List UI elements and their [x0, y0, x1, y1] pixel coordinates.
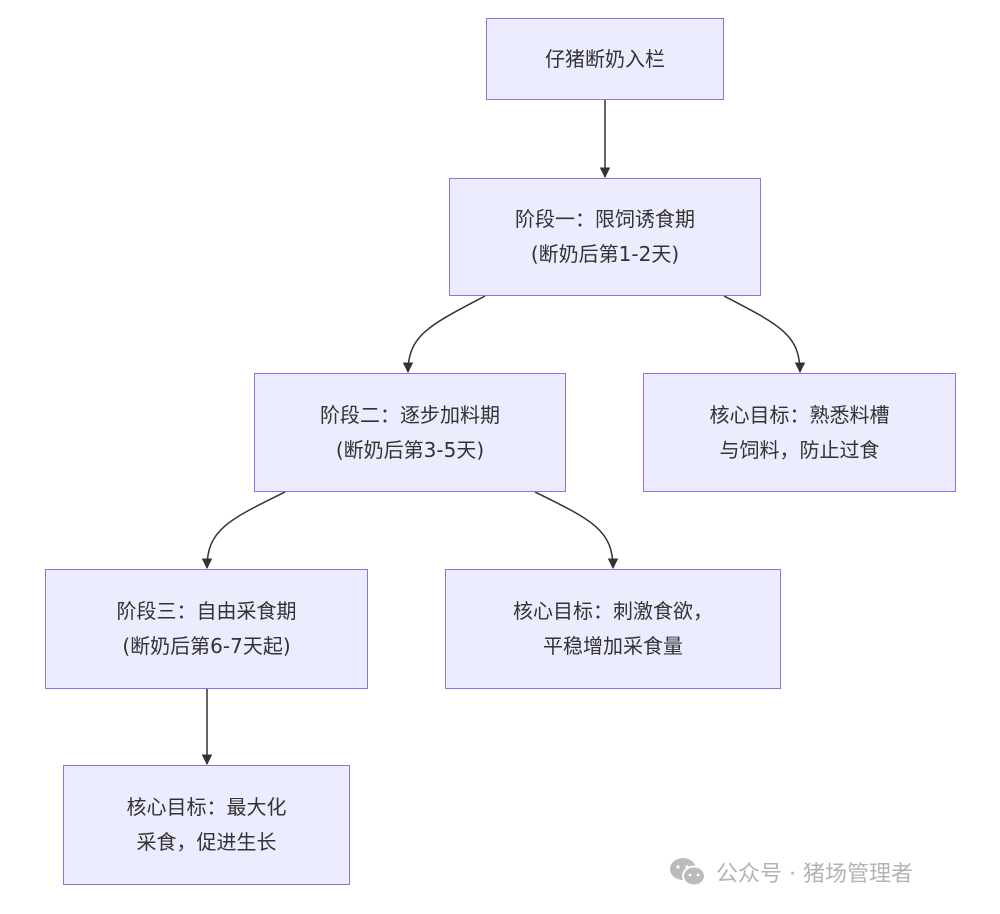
edge-n1-n3	[723, 295, 806, 374]
node-label: 仔猪断奶入栏	[545, 46, 665, 71]
node-label: (断奶后第3-5天)	[335, 437, 485, 462]
edge-n2-n5	[534, 491, 619, 570]
node-label: 阶段三：自由采食期	[116, 599, 297, 623]
node-label: (断奶后第6-7天起)	[122, 634, 291, 658]
node-label: 阶段一：限饲诱食期	[515, 207, 695, 231]
node-label: 核心目标：刺激食欲，	[513, 599, 713, 623]
node-stage-2: 阶段二：逐步加料期 (断奶后第3-5天)	[254, 373, 566, 492]
node-weaning-entry: 仔猪断奶入栏	[486, 18, 724, 100]
node-label: 核心目标：熟悉料槽	[709, 402, 890, 427]
node-label: 平稳增加采食量	[543, 634, 683, 658]
node-label: (断奶后第1-2天)	[530, 242, 680, 266]
node-label: 核心目标：最大化	[126, 795, 287, 819]
node-label: 阶段二：逐步加料期	[320, 402, 500, 427]
node-goal-3: 核心目标：最大化采食，促进生长	[63, 765, 350, 885]
edge-n2-n4	[201, 491, 286, 570]
wechat-icon	[668, 856, 708, 888]
watermark: 公众号 · 猪场管理者	[668, 856, 913, 888]
node-goal-1: 核心目标：熟悉料槽与饲料，防止过食	[643, 373, 956, 492]
node-label: 采食，促进生长	[136, 830, 277, 854]
node-goal-2: 核心目标：刺激食欲， 平稳增加采食量	[445, 569, 781, 689]
edge-n1-n2	[402, 295, 486, 374]
node-label: 与饲料，防止过食	[719, 437, 880, 462]
node-stage-3: 阶段三：自由采食期 (断奶后第6-7天起)	[45, 569, 368, 689]
node-stage-1: 阶段一：限饲诱食期 (断奶后第1-2天)	[449, 178, 761, 296]
watermark-text: 公众号 · 猪场管理者	[716, 862, 913, 887]
